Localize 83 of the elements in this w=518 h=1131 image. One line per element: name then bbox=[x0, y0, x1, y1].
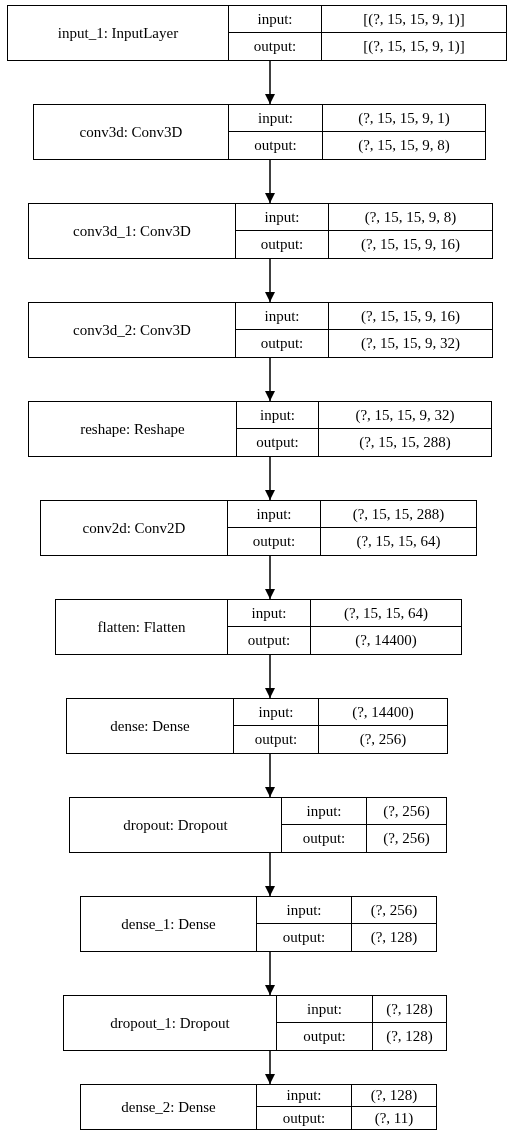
layer-name: flatten: Flatten bbox=[97, 618, 186, 636]
layer-box bbox=[55, 599, 462, 655]
shape-value: (?, 256) bbox=[383, 802, 430, 820]
arrow bbox=[265, 1050, 275, 1085]
port-label: output: bbox=[260, 335, 304, 352]
layer-box bbox=[80, 896, 437, 952]
arrow bbox=[265, 258, 275, 303]
layer-name: dropout_1: Dropout bbox=[110, 1014, 230, 1032]
port-label: output: bbox=[254, 137, 297, 154]
port-label: input: bbox=[251, 604, 287, 622]
layer-name: conv3d: Conv3D bbox=[79, 123, 183, 141]
layer-name: input_1: InputLayer bbox=[57, 24, 179, 42]
shape-value: (?, 11) bbox=[374, 1109, 414, 1127]
arrow bbox=[265, 555, 275, 600]
layer-box bbox=[40, 500, 477, 556]
port-label: output: bbox=[253, 38, 297, 55]
shape-value: (?, 15, 15, 9, 1) bbox=[358, 109, 450, 127]
shape-value: (?, 15, 15, 9, 32) bbox=[360, 335, 461, 352]
layer-box bbox=[33, 104, 486, 160]
layer-box bbox=[28, 302, 493, 358]
arrow bbox=[265, 60, 275, 105]
shape-value: (?, 128) bbox=[386, 1000, 433, 1018]
port-label: output: bbox=[256, 434, 299, 451]
layer-name: reshape: Reshape bbox=[80, 420, 185, 438]
shape-value: [(?, 15, 15, 9, 1)] bbox=[363, 10, 465, 28]
layer-box bbox=[80, 1084, 437, 1130]
port-label: input: bbox=[257, 10, 293, 28]
shape-value: (?, 14400) bbox=[352, 703, 414, 721]
shape-value: (?, 15, 15, 288) bbox=[352, 505, 445, 523]
layer-box bbox=[7, 5, 507, 61]
port-label: input: bbox=[258, 703, 294, 721]
shape-value: (?, 128) bbox=[370, 1087, 418, 1104]
arrow bbox=[265, 357, 275, 402]
shape-value: (?, 256) bbox=[383, 830, 430, 847]
shape-value: (?, 256) bbox=[359, 731, 407, 748]
arrow bbox=[265, 753, 275, 798]
arrow bbox=[265, 159, 275, 204]
shape-value: (?, 15, 15, 9, 32) bbox=[355, 406, 455, 424]
port-label: input: bbox=[264, 307, 300, 325]
shape-value: (?, 15, 15, 9, 8) bbox=[358, 137, 450, 154]
arrow bbox=[265, 951, 275, 996]
layer-box bbox=[28, 203, 493, 259]
port-label: input: bbox=[307, 1000, 342, 1018]
layer-name: dense_1: Dense bbox=[121, 915, 216, 933]
arrow bbox=[265, 852, 275, 897]
port-label: input: bbox=[258, 109, 293, 127]
port-label: output: bbox=[252, 533, 296, 550]
port-label: output: bbox=[302, 830, 346, 847]
shape-value: (?, 256) bbox=[370, 901, 418, 919]
layer-box bbox=[28, 401, 492, 457]
port-label: input: bbox=[306, 802, 342, 820]
port-label: input: bbox=[286, 901, 322, 919]
port-label: output: bbox=[282, 1109, 326, 1127]
layer-box bbox=[69, 797, 447, 853]
shape-value: (?, 128) bbox=[370, 929, 418, 946]
shape-value: (?, 14400) bbox=[355, 632, 417, 649]
shape-value: (?, 15, 15, 288) bbox=[359, 434, 451, 451]
shape-value: (?, 15, 15, 9, 16) bbox=[360, 307, 461, 325]
layer-name: dense_2: Dense bbox=[121, 1098, 216, 1116]
layer-name: dropout: Dropout bbox=[123, 816, 228, 834]
port-label: output: bbox=[254, 731, 298, 748]
shape-value: (?, 128) bbox=[386, 1028, 433, 1045]
port-label: input: bbox=[264, 208, 300, 226]
shape-value: (?, 15, 15, 9, 16) bbox=[360, 236, 461, 253]
layer-name: conv3d_2: Conv3D bbox=[73, 321, 191, 339]
arrow bbox=[265, 654, 275, 699]
layer-name: dense: Dense bbox=[110, 717, 190, 735]
port-label: output: bbox=[260, 236, 304, 253]
layer-box bbox=[63, 995, 447, 1051]
port-label: output: bbox=[303, 1028, 346, 1045]
shape-value: (?, 15, 15, 64) bbox=[356, 533, 441, 550]
shape-value: (?, 15, 15, 64) bbox=[343, 604, 429, 622]
port-label: output: bbox=[247, 632, 291, 649]
arrow bbox=[265, 456, 275, 501]
shape-value: [(?, 15, 15, 9, 1)] bbox=[363, 38, 465, 55]
port-label: input: bbox=[260, 406, 295, 424]
port-label: input: bbox=[256, 505, 292, 523]
layer-name: conv3d_1: Conv3D bbox=[73, 222, 191, 240]
shape-value: (?, 15, 15, 9, 8) bbox=[364, 208, 457, 226]
layer-name: conv2d: Conv2D bbox=[82, 519, 186, 537]
port-label: output: bbox=[282, 929, 326, 946]
layer-box bbox=[66, 698, 448, 754]
port-label: input: bbox=[286, 1087, 322, 1104]
